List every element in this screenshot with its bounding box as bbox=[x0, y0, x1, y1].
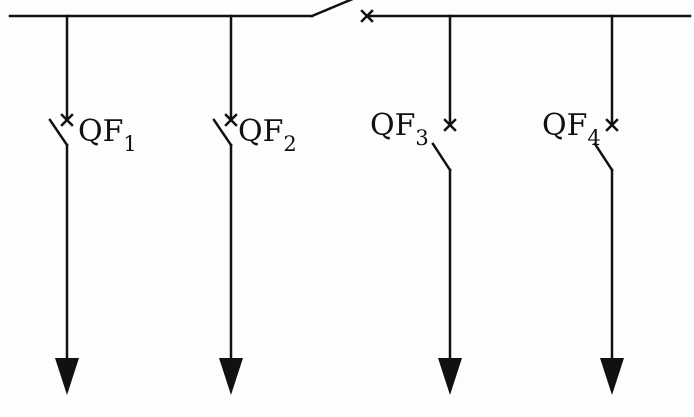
breaker-1-mark bbox=[60, 113, 74, 127]
breaker-2-mark bbox=[224, 113, 238, 127]
feeder-1-arrow bbox=[55, 358, 79, 395]
breaker-1-label: QF1 bbox=[78, 114, 137, 156]
feeder-4: QF4 bbox=[542, 14, 624, 395]
feeder-3: QF3 bbox=[370, 14, 462, 395]
bus-tie-switch-blade bbox=[310, 0, 354, 18]
feeder-2: QF2 bbox=[212, 14, 297, 395]
feeder-1: QF1 bbox=[48, 14, 137, 395]
breaker-2-label: QF2 bbox=[238, 114, 297, 156]
feeder-2-arrow bbox=[219, 358, 243, 395]
breaker-3-blade bbox=[431, 142, 452, 172]
breaker-3-label: QF3 bbox=[370, 108, 429, 150]
feeder-3-arrow bbox=[438, 358, 462, 395]
breaker-4-blade bbox=[593, 142, 614, 172]
busbar bbox=[8, 0, 692, 23]
breaker-4-mark bbox=[605, 118, 619, 132]
breaker-3-mark bbox=[443, 118, 457, 132]
breaker-4-label: QF4 bbox=[542, 108, 601, 150]
breaker-2-blade bbox=[212, 118, 233, 147]
feeder-4-arrow bbox=[600, 358, 624, 395]
breaker-1-blade bbox=[48, 118, 69, 147]
